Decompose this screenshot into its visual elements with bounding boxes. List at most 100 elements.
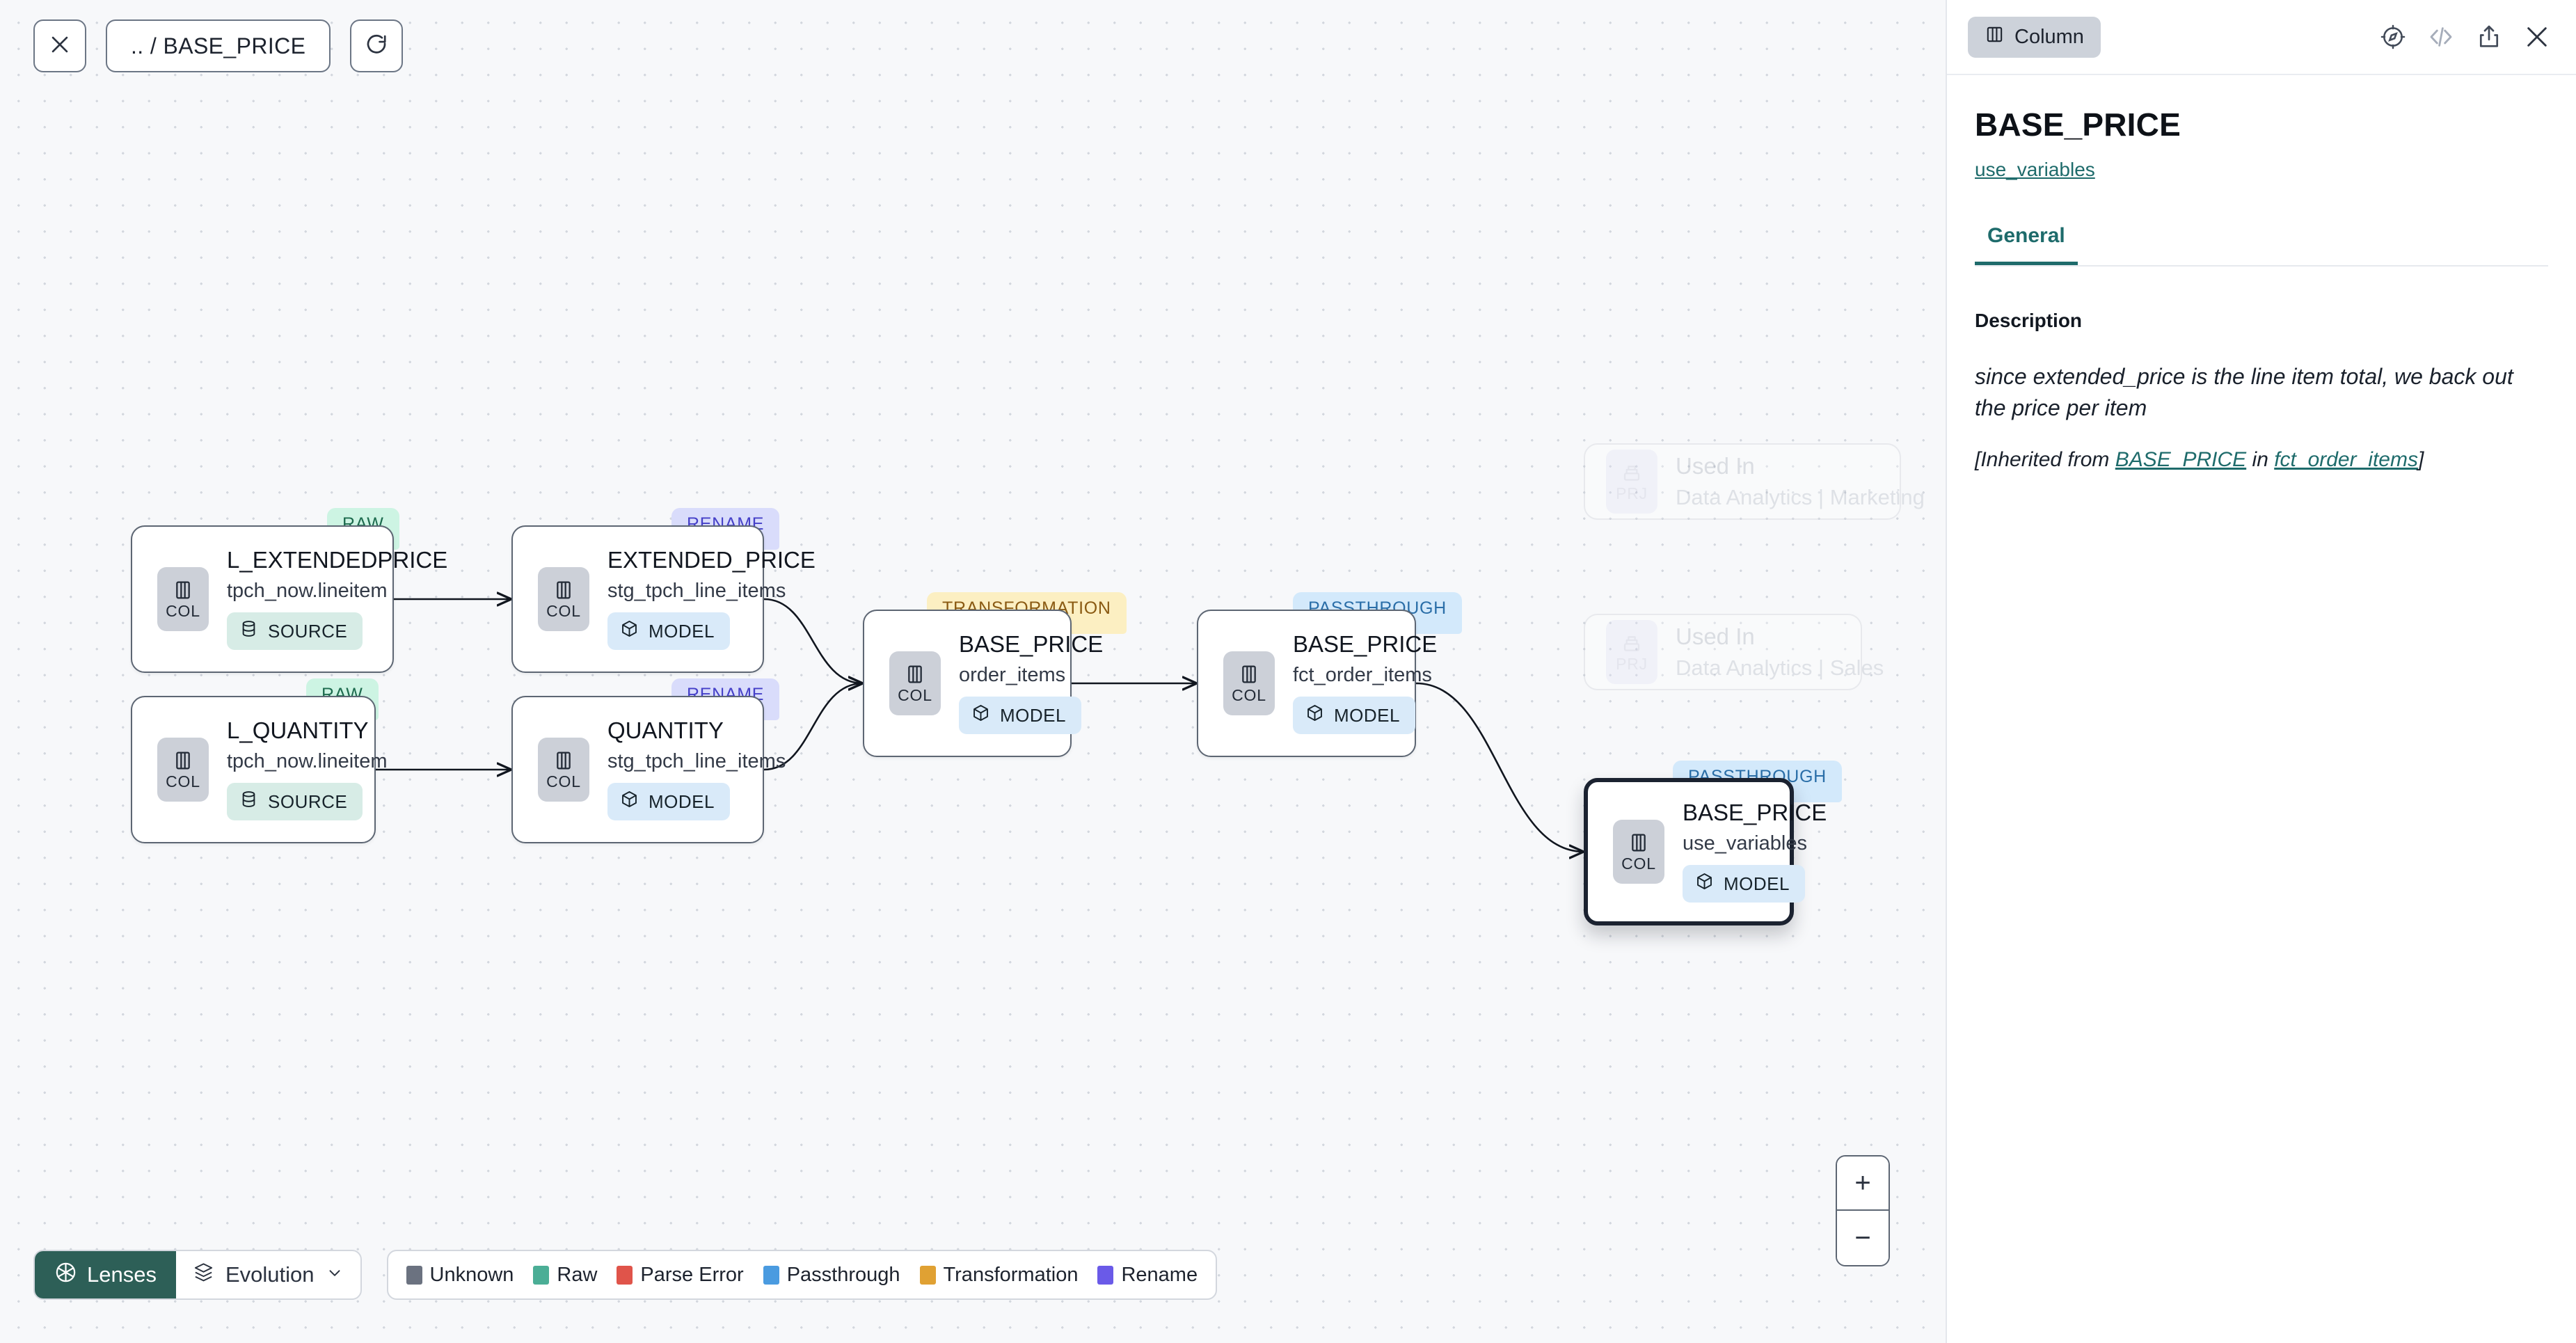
node-kind-label: MODEL (649, 620, 715, 642)
columns-icon: COL (889, 651, 941, 715)
entity-type-badge: Column (1968, 16, 2101, 58)
database-icon (239, 790, 258, 813)
refresh-icon (365, 33, 388, 60)
legend-swatch (919, 1265, 936, 1285)
node-title: EXTENDED_PRICE (607, 546, 816, 573)
zoom-in-button[interactable]: + (1837, 1157, 1889, 1211)
node-subtitle: Data Analytics | Sales (1676, 655, 1884, 680)
columns-icon: COL (538, 567, 589, 631)
legend-item-transformation[interactable]: Transformation (919, 1264, 1078, 1287)
cube-icon (1695, 872, 1714, 896)
inherited-prefix: [Inherited from (1975, 447, 2115, 471)
code-icon[interactable] (2427, 23, 2455, 51)
panel-tabs: General (1975, 224, 2548, 267)
breadcrumb[interactable]: .. / BASE_PRICE (106, 19, 331, 72)
legend-swatch (406, 1265, 422, 1285)
legend-label: Rename (1121, 1263, 1198, 1286)
node-title: BASE_PRICE (959, 630, 1104, 657)
evolution-select[interactable]: Evolution (176, 1251, 360, 1298)
close-icon[interactable] (2523, 23, 2551, 51)
graph-node-used-in-sales[interactable]: PRJ Used In Data Analytics | Sales (1584, 614, 1884, 690)
lenses-label: Lenses (87, 1262, 157, 1287)
legend-swatch (1097, 1265, 1114, 1285)
columns-icon: COL (157, 738, 209, 802)
entity-type-label: Column (2014, 25, 2084, 48)
node-kind-badge: MODEL (1683, 865, 1805, 903)
node-title: BASE_PRICE (1293, 630, 1438, 657)
node-kind-badge: MODEL (607, 783, 730, 821)
details-panel: Column (1946, 0, 2576, 1343)
project-icon: PRJ (1606, 450, 1657, 514)
node-kind-badge: MODEL (607, 612, 730, 651)
cube-icon (620, 619, 639, 643)
status-legend: Unknown Raw Parse Error Passthrough Transfor… (386, 1250, 1218, 1300)
legend-swatch (533, 1265, 550, 1285)
node-kind-label: SOURCE (268, 790, 348, 812)
layers-icon (193, 1262, 214, 1289)
node-kind-badge: MODEL (959, 697, 1081, 735)
columns-icon: COL (1613, 820, 1664, 884)
refresh-button[interactable] (350, 19, 404, 72)
node-subtitle: tpch_now.lineitem (227, 579, 388, 602)
node-subtitle: Data Analytics | Marketing (1676, 484, 1925, 509)
inherited-model-link[interactable]: fct_order_items (2274, 447, 2418, 471)
legend-item-rename[interactable]: Rename (1097, 1264, 1198, 1287)
legend-label: Raw (557, 1263, 598, 1286)
node-title: L_EXTENDEDPRICE (227, 546, 448, 573)
bottom-toolbar: Lenses Evolution (33, 1250, 1218, 1300)
legend-item-passthrough[interactable]: Passthrough (763, 1264, 900, 1287)
legend-swatch (763, 1265, 779, 1285)
node-kind-label: MODEL (1000, 704, 1066, 726)
description-text: since extended_price is the line item to… (1975, 364, 2513, 421)
node-kind-label: MODEL (1334, 704, 1400, 726)
legend-item-parse-error[interactable]: Parse Error (617, 1263, 744, 1287)
node-title: Used In (1676, 623, 1755, 649)
explore-compass-icon[interactable] (2380, 24, 2406, 50)
chevron-down-icon (326, 1262, 344, 1287)
description-section-label: Description (1975, 310, 2083, 331)
inherited-note: [Inherited from BASE_PRICE in fct_order_… (1975, 448, 2548, 472)
page-title: BASE_PRICE (1975, 106, 2181, 143)
node-subtitle: order_items (959, 663, 1066, 686)
share-icon[interactable] (2476, 24, 2502, 50)
canvas-toolbar: .. / BASE_PRICE (33, 19, 404, 72)
node-subtitle: stg_tpch_line_items (607, 579, 786, 602)
aperture-icon (54, 1261, 77, 1289)
legend-label: Unknown (429, 1263, 514, 1286)
legend-item-raw[interactable]: Raw (533, 1264, 597, 1287)
node-title: L_QUANTITY (227, 717, 369, 743)
node-kind-badge: SOURCE (227, 612, 363, 651)
project-icon: PRJ (1606, 620, 1657, 684)
legend-label: Parse Error (640, 1263, 744, 1286)
node-kind-badge: SOURCE (227, 783, 363, 821)
node-subtitle: use_variables (1683, 832, 1807, 855)
lenses-button[interactable]: Lenses (35, 1251, 176, 1298)
close-graph-button[interactable] (33, 19, 86, 72)
inherited-column-link[interactable]: BASE_PRICE (2115, 447, 2247, 471)
zoom-out-button[interactable]: − (1837, 1211, 1889, 1265)
inherited-suffix: ] (2417, 447, 2424, 471)
cube-icon (971, 704, 990, 727)
parent-model-link[interactable]: use_variables (1975, 159, 2095, 180)
node-subtitle: stg_tpch_line_items (607, 749, 786, 772)
node-kind-label: SOURCE (268, 620, 348, 642)
database-icon (239, 619, 258, 643)
legend-item-unknown[interactable]: Unknown (406, 1264, 514, 1287)
tab-general[interactable]: General (1975, 224, 2078, 265)
lenses-control: Lenses Evolution (33, 1250, 362, 1300)
node-kind-label: MODEL (649, 790, 715, 812)
node-title: QUANTITY (607, 717, 724, 743)
node-title: BASE_PRICE (1683, 799, 1827, 825)
legend-label: Passthrough (786, 1263, 900, 1286)
zoom-controls: + − (1836, 1155, 1890, 1266)
